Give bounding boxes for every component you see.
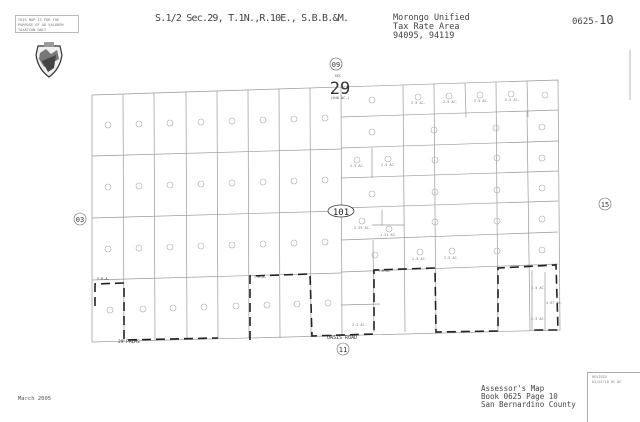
acreage-label: 2.5 AC. [352,323,367,327]
tra-label: T.R.A. [378,269,391,273]
map-date: March 2005 [18,396,52,402]
acreage-labels: 2.5 AC. 2.5 AC. 2.5 AC. 2.5 AC. 2.5 AC. … [350,98,563,327]
acreage-label: 4.67 AC. [546,301,563,305]
county-seal-icon [35,42,63,78]
acreage-label: 2.5 AC. [443,100,458,104]
adjacent-page-circle [329,57,343,71]
section-number: 29 [330,79,350,99]
acreage-label: 2.5 AC. [531,317,546,321]
tra-boundary-lines [94,264,559,341]
adjacent-page-left: 03 [76,216,84,224]
acreage-label: 2.5 AC. [411,101,426,105]
section-area: (640 AC.) [331,96,350,100]
acreage-label: 2.5 AC. [350,164,365,168]
acreage-label: 1.21 AC. [380,233,397,237]
center-badge-number: 101 [333,208,349,218]
acreage-label: 2.5 AC. [381,163,396,167]
assessor-footer: Assessor's Map Book 0625 Page 10 San Ber… [481,384,576,409]
acreage-label: 2.5 AC. [444,256,459,260]
map-book: 0625- [572,17,600,27]
parcel-lines [91,50,631,343]
road-label-29-palms: 29 PALMS [118,339,140,345]
tra-label: T.R.A. [97,277,110,281]
acreage-label: 2.5 AC. [531,286,546,290]
road-label-oasis: OASIS ROAD [327,335,357,341]
adjacent-page-right: 15 [601,201,609,209]
map-page: 10 [599,13,614,27]
parcel-number-circles [104,90,549,314]
acreage-label: 2.29 AC. [354,226,371,230]
disclaimer-box: THIS MAP IS FOR THE PURPOSE OF AD VALORE… [15,15,79,33]
center-badge [327,204,355,218]
section-label: SEC. [335,74,343,78]
map-title: S.1/2 Sec.29, T.1N.,R.10E., S.B.B.&M. [155,13,349,24]
tax-district: Morongo Unified Tax Rate Area 94095, 941… [393,13,470,41]
tra-label: T.R.A. [254,275,267,279]
acreage-label: 2.5 AC. [412,257,427,261]
acreage-label: 2.5 AC. [505,98,520,102]
revised-box: REVISED 04/01/10 RC-NC [587,372,640,422]
adjacent-page-bottom: 11 [339,346,347,354]
adjacent-page-top: 09 [332,61,340,69]
map-number: 0625-10 [572,13,614,27]
acreage-label: 2.5 AC. [474,99,489,103]
